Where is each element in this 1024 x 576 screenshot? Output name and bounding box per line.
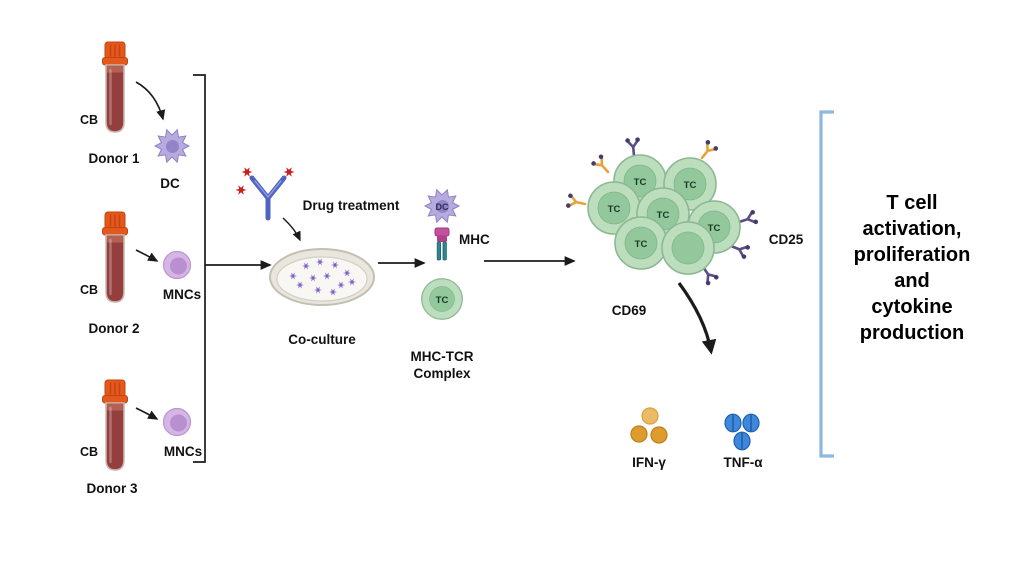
coculture-dish-icon (269, 248, 375, 306)
donor2-label: Donor 2 (88, 321, 139, 336)
blood-tube-donor3-icon (101, 378, 129, 472)
cd25-label: CD25 (769, 232, 804, 247)
receptor-orange-icon-topleft (589, 152, 615, 179)
receptor-orange-icon-topright (694, 137, 721, 164)
cluster-tc-label-6: TC (635, 239, 648, 250)
outcome-line-2: activation, (862, 218, 962, 240)
mhc-label: MHC (459, 232, 490, 247)
outcome-bracket (819, 110, 834, 458)
group-bracket-left (193, 74, 206, 463)
cluster-tc-label-2: TC (684, 180, 697, 191)
complex-tc-label: TC (436, 295, 449, 306)
cluster-tc-label-5: TC (657, 210, 670, 221)
drug-treatment-label: Drug treatment (303, 198, 400, 213)
outcome-line-1: T cell (886, 192, 938, 214)
cb-label-1: CB (80, 113, 98, 127)
complex-dc-label: DC (436, 202, 449, 212)
mnc-cell-icon-2 (162, 407, 192, 437)
cb-label-3: CB (80, 445, 98, 459)
donor1-label: Donor 1 (88, 151, 139, 166)
tcr-receptor-icon (436, 241, 447, 261)
ifn-gamma-icon (630, 407, 668, 444)
cluster-tc-label-1: TC (634, 177, 647, 188)
cb-label-2: CB (80, 283, 98, 297)
arrow-tube2-to-mnc (135, 249, 159, 262)
cluster-tc-label-4: TC (708, 223, 721, 234)
mncs-label-1: MNCs (163, 287, 201, 302)
mhc-tcr-caption-line2: Complex (413, 366, 471, 381)
arrow-cluster-to-cytokines (677, 282, 717, 355)
arrow-antibody-to-dish (282, 217, 301, 242)
mhc-tcr-caption-line1: MHC-TCR (411, 349, 474, 364)
cluster-tc-label-3: TC (608, 204, 621, 215)
outcome-text: T cell activation, proliferation and cyt… (836, 190, 988, 346)
drug-star-icon-1 (241, 167, 253, 177)
ifn-gamma-label: IFN-γ (632, 455, 666, 470)
drug-star-icon-3 (235, 185, 247, 195)
arrow-tube3-to-mnc (135, 407, 159, 420)
tcell-cluster: TC TC TC TC TC TC (564, 135, 760, 288)
arrow-tube1-to-dc (135, 81, 166, 121)
drug-star-icon-2 (283, 167, 295, 177)
outcome-line-6: production (859, 322, 965, 344)
donor3-label: Donor 3 (86, 481, 137, 496)
cluster-tcell-icon-7 (661, 221, 715, 275)
blood-tube-donor1-icon (101, 40, 129, 134)
antibody-icon (249, 175, 287, 221)
blood-tube-donor2-icon (101, 210, 129, 304)
outcome-line-5: cytokine (871, 296, 953, 318)
outcome-line-3: proliferation (853, 244, 971, 266)
dc-cell-icon (154, 129, 190, 163)
receptor-purple-icon-top (623, 135, 643, 158)
mnc-cell-icon-1 (162, 250, 192, 280)
mhc-molecule-icon (434, 227, 450, 242)
mncs-label-2: MNCs (164, 444, 202, 459)
tnf-alpha-icon (724, 413, 760, 451)
outcome-line-4: and (894, 270, 930, 292)
dc-label: DC (160, 176, 180, 191)
co-culture-label: Co-culture (288, 332, 356, 347)
receptor-orange-icon-left (564, 191, 588, 213)
cd69-label: CD69 (612, 303, 647, 318)
tnf-alpha-label: TNF-α (723, 455, 763, 470)
